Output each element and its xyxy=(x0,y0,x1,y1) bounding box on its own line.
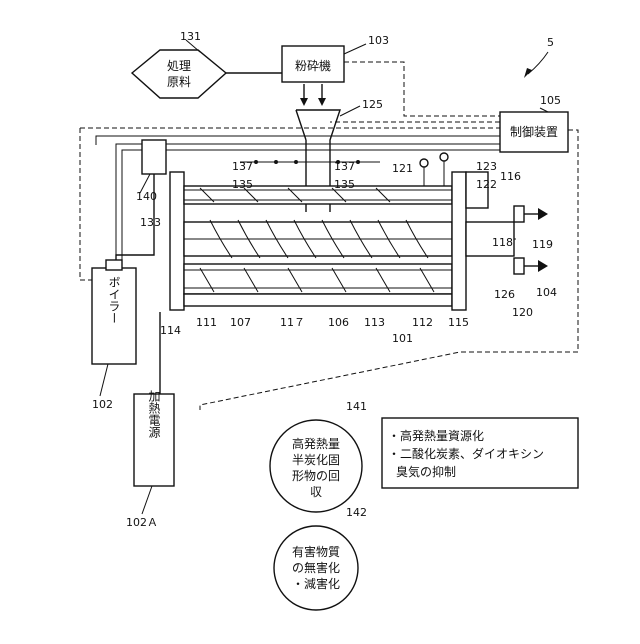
outlet-120 xyxy=(514,258,524,274)
ref-125: 125 xyxy=(362,98,383,111)
lower-tube xyxy=(184,264,452,294)
ref-106: 106 xyxy=(328,316,349,329)
ref-135b: 135 xyxy=(334,178,355,191)
ref-118: 118 xyxy=(492,236,513,249)
raw-material-hexagon xyxy=(132,50,226,98)
upper-tube xyxy=(184,186,452,204)
outlet-119-arrowhead xyxy=(538,208,548,220)
ref-103-leader xyxy=(344,44,366,54)
figure-number-arrowhead xyxy=(524,68,532,78)
ref-102A-leader xyxy=(142,486,152,514)
benefit-item-1: ・高発熱量資源化 xyxy=(388,428,484,443)
ref-111: 111 xyxy=(196,316,217,329)
ref-113: 113 xyxy=(364,316,385,329)
sensor-123 xyxy=(440,153,448,161)
left-flange xyxy=(170,172,184,310)
ref-142: 142 xyxy=(346,506,367,519)
heater-tube xyxy=(184,294,452,306)
ref-114: 114 xyxy=(160,324,181,337)
ref-141: 141 xyxy=(346,400,367,413)
result-141-line4: 収 xyxy=(310,485,322,499)
ref-102: 102 xyxy=(92,398,113,411)
ref-119: 119 xyxy=(532,238,553,251)
result-142-line2: の無害化 xyxy=(292,560,340,575)
ref-135a: 135 xyxy=(232,178,253,191)
boiler-label: ボイラー xyxy=(107,276,121,324)
raw-material-line2: 原料 xyxy=(167,75,191,89)
sensor-121 xyxy=(420,159,428,167)
ref-116: 116 xyxy=(500,170,521,183)
ref-122: 122 xyxy=(476,178,497,191)
benefit-item-2: ・二酸化炭素、ダイオキシン xyxy=(388,446,544,461)
raw-material-line1: 処理 xyxy=(167,59,191,73)
heating-power-label: 加熱電源 xyxy=(147,390,161,439)
result-141-line2: 半炭化固 xyxy=(292,453,340,467)
ref-137b: 137 xyxy=(334,160,355,173)
result-141-line3: 形物の回 xyxy=(292,469,340,483)
ref-103: 103 xyxy=(368,34,389,47)
controller-label: 制御装置 xyxy=(510,124,558,139)
outlet-104-arrowhead xyxy=(538,260,548,272)
ref-102A: 102Ａ xyxy=(126,516,158,529)
ref-120: 120 xyxy=(512,306,533,319)
ref-131: 131 xyxy=(180,30,201,43)
ref-115: 115 xyxy=(448,316,469,329)
ref-105: 105 xyxy=(540,94,561,107)
benefit-item-3: 臭気の抑制 xyxy=(396,464,456,479)
ref-126: 126 xyxy=(494,288,515,301)
result-142-line3: ・減害化 xyxy=(292,576,340,591)
ref-102-leader xyxy=(100,364,108,396)
figure-number: 5 xyxy=(547,36,554,49)
crusher-arrowhead-2 xyxy=(318,98,326,106)
ref-133: 133 xyxy=(140,216,161,229)
boiler-cap xyxy=(106,260,122,270)
crusher-label: 粉砕機 xyxy=(295,58,331,73)
outlet-119 xyxy=(514,206,524,222)
result-142-line1: 有害物質 xyxy=(292,544,340,559)
ref-137a: 137 xyxy=(232,160,253,173)
ref-112: 112 xyxy=(412,316,433,329)
device-140 xyxy=(142,140,166,174)
crusher-arrowhead-1 xyxy=(300,98,308,106)
ref-125-leader xyxy=(340,106,360,116)
ref-101: 101 xyxy=(392,332,413,345)
result-141-line1: 高発熱量 xyxy=(292,436,340,451)
ref-107: 107 xyxy=(230,316,251,329)
ref-104: 104 xyxy=(536,286,557,299)
right-flange xyxy=(452,172,466,310)
ref-123: 123 xyxy=(476,160,497,173)
ref-121: 121 xyxy=(392,162,413,175)
ref-117: 11７ xyxy=(280,316,305,329)
